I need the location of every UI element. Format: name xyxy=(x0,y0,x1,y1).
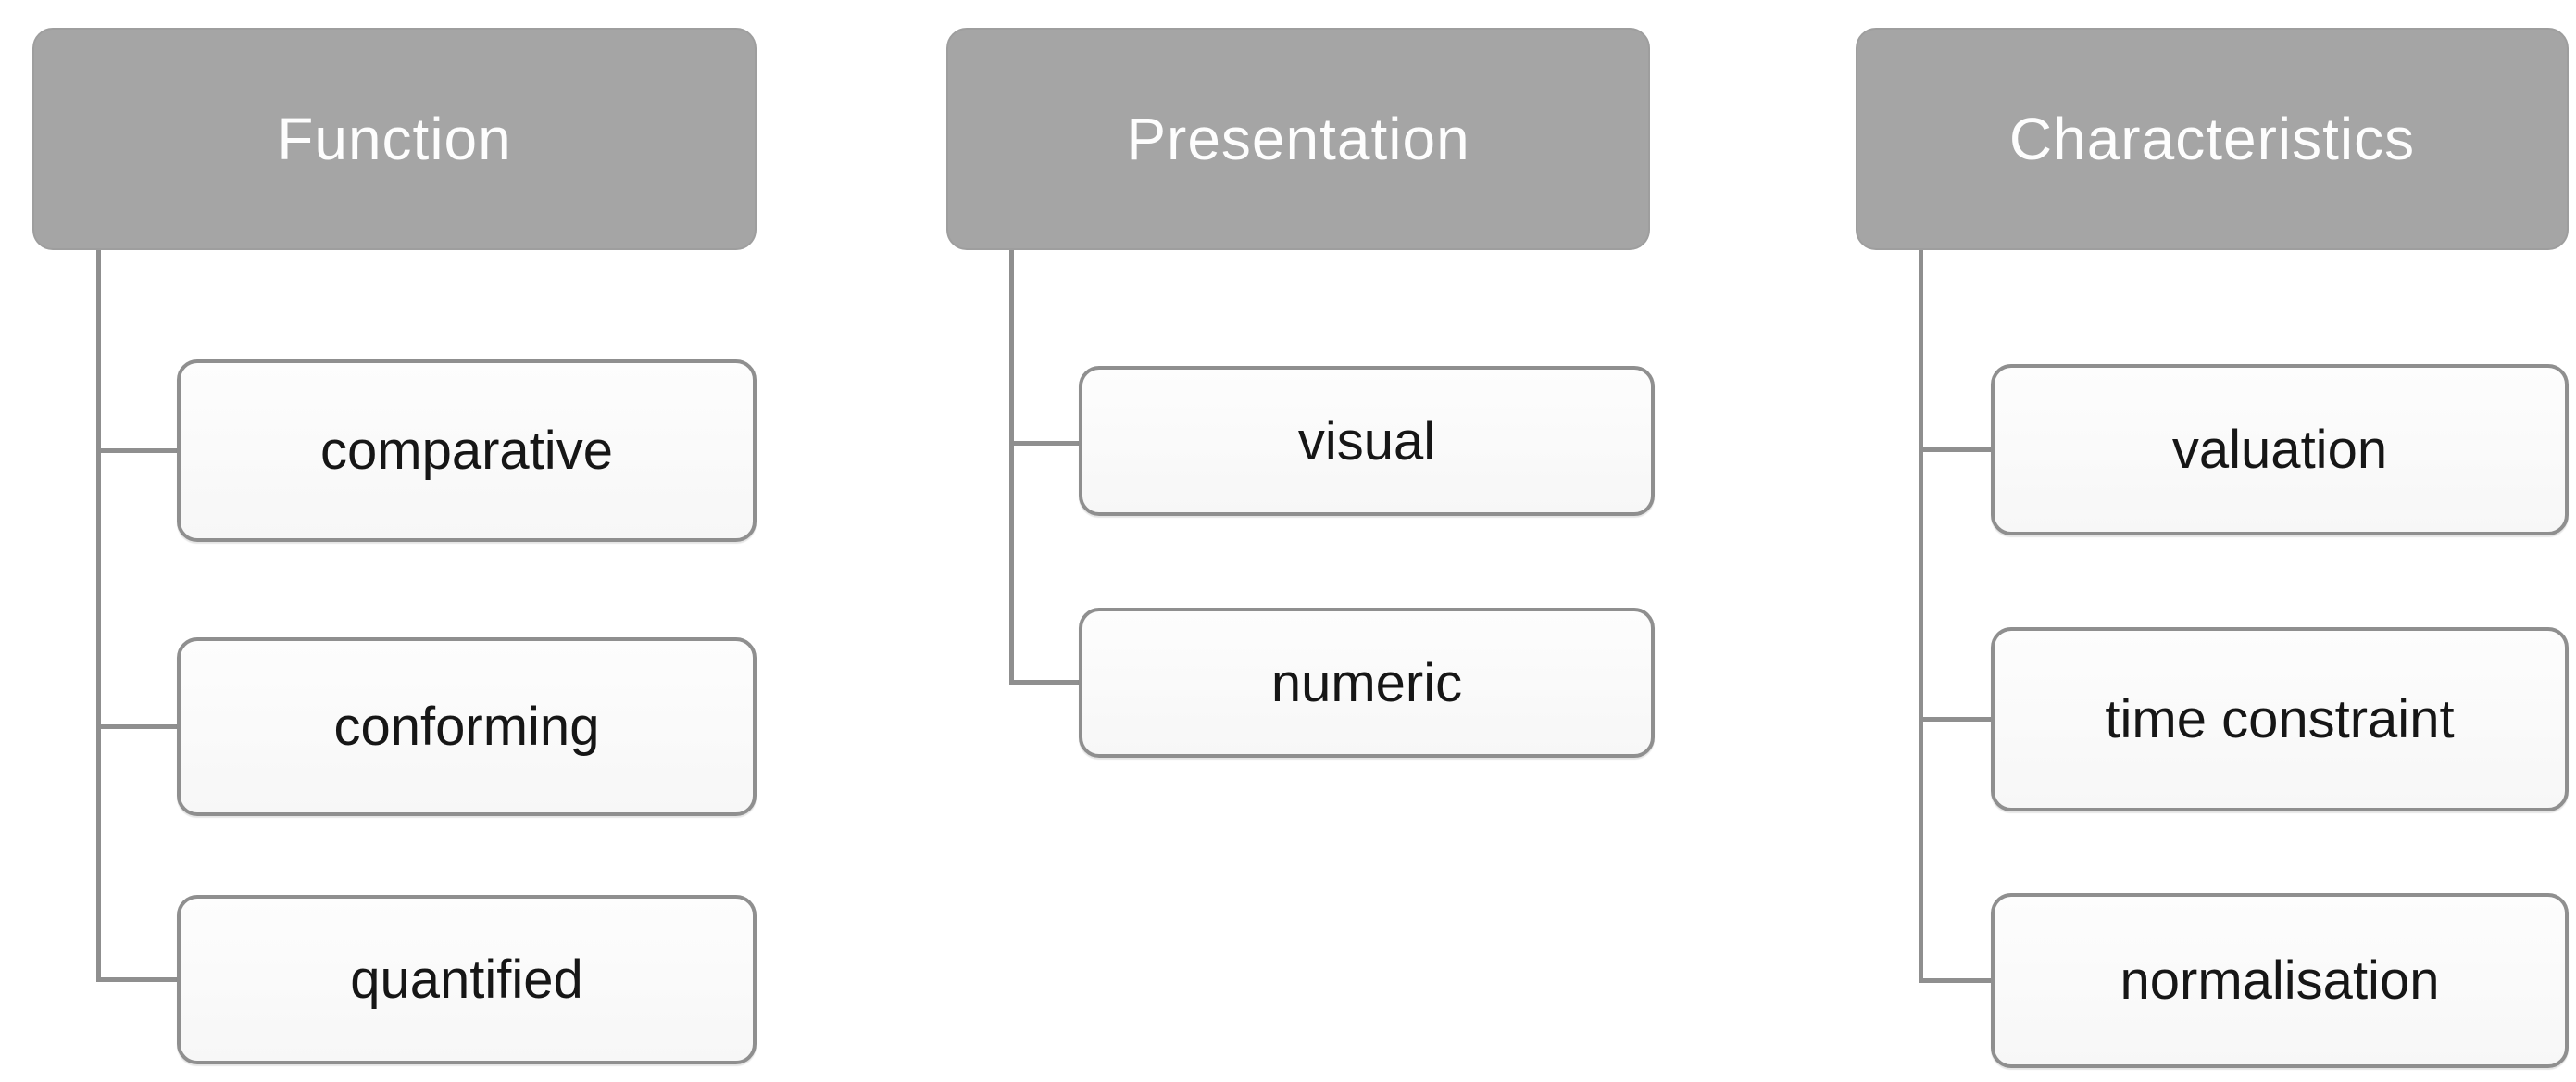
node-valuation: valuation xyxy=(1991,364,2569,535)
connector-stub-conforming xyxy=(96,724,180,729)
node-quantified: quantified xyxy=(177,895,757,1064)
connector-stub-quantified xyxy=(96,977,180,982)
node-normalisation: normalisation xyxy=(1991,893,2569,1068)
connector-stub-numeric xyxy=(1009,680,1082,685)
node-visual: visual xyxy=(1079,366,1655,516)
connector-vline-presentation xyxy=(1009,250,1014,685)
connector-vline-function xyxy=(96,250,101,980)
connector-stub-normalisation xyxy=(1919,978,1995,983)
connector-stub-visual xyxy=(1009,441,1082,446)
header-presentation: Presentation xyxy=(946,28,1650,250)
node-comparative: comparative xyxy=(177,359,757,542)
header-characteristics: Characteristics xyxy=(1856,28,2569,250)
node-conforming: conforming xyxy=(177,637,757,816)
connector-stub-time-constraint xyxy=(1919,717,1995,722)
node-numeric: numeric xyxy=(1079,608,1655,758)
connector-vline-characteristics xyxy=(1919,250,1923,982)
connector-stub-comparative xyxy=(96,448,180,453)
connector-stub-valuation xyxy=(1919,447,1995,452)
header-function: Function xyxy=(32,28,757,250)
node-time-constraint: time constraint xyxy=(1991,627,2569,812)
